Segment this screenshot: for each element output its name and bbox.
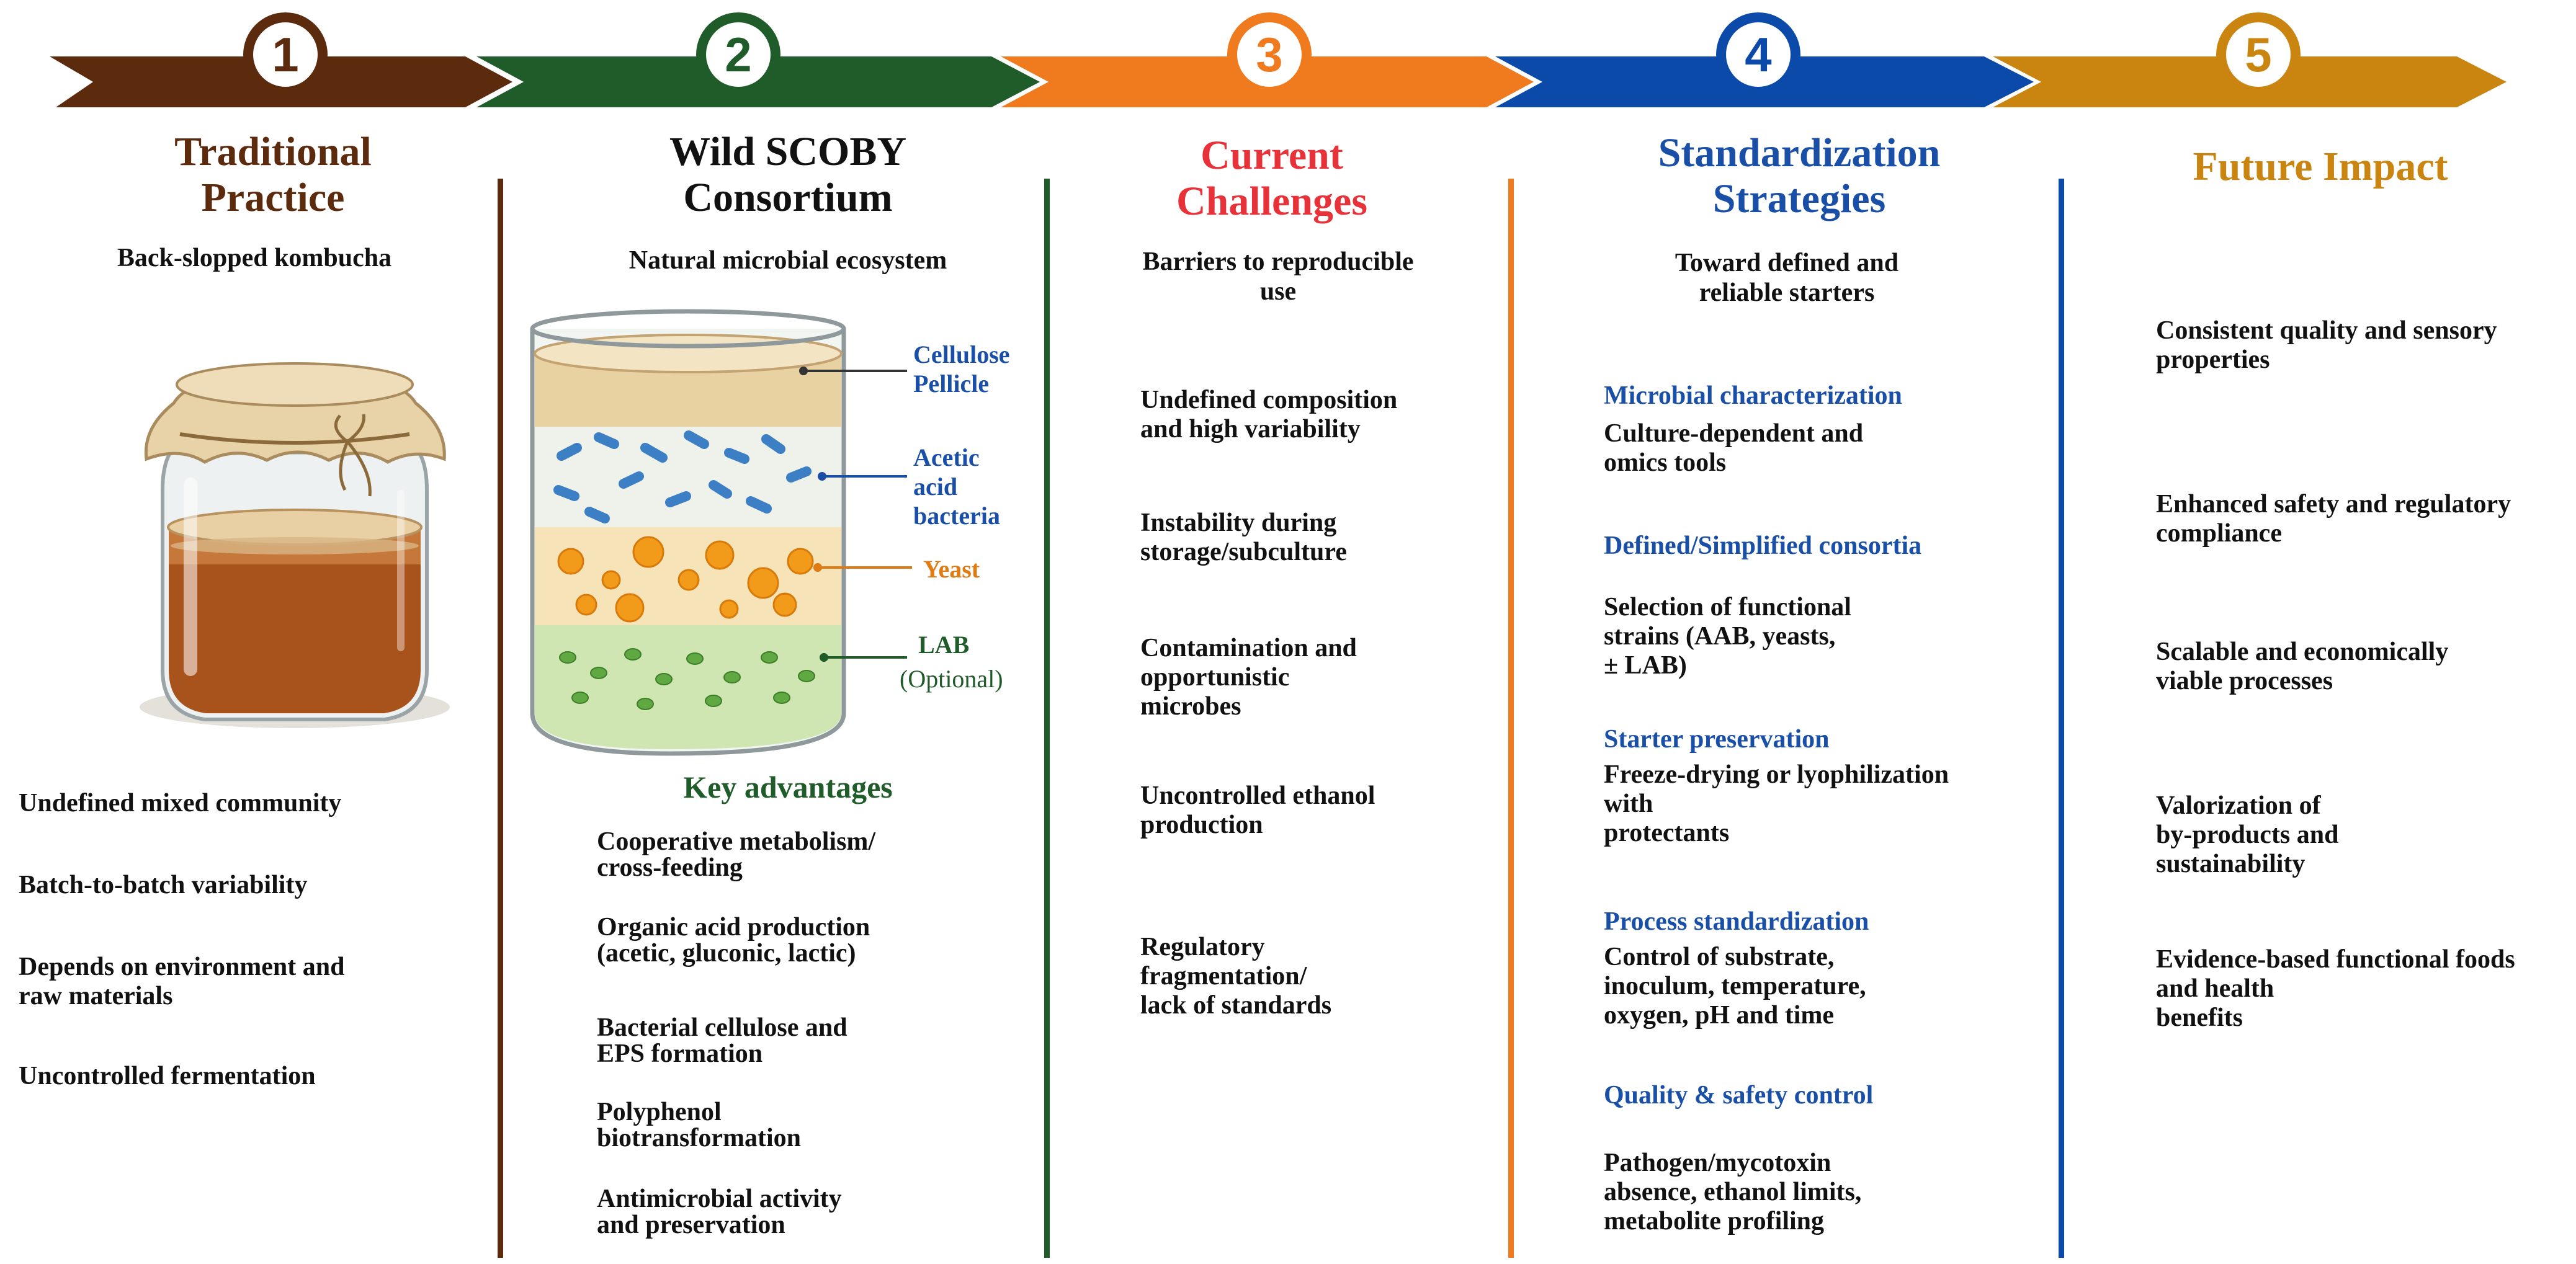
strategy-body-3: Freeze-drying or lyophilization with pro… <box>1604 760 1949 847</box>
acetic-bacteria-cells <box>553 430 812 523</box>
step-subtitle-1: Back-slopped kombucha <box>117 244 392 272</box>
strategy-body-2: Selection of functional strains (AAB, ye… <box>1604 593 1851 680</box>
step-title-3: Current Challenges <box>1176 133 1368 224</box>
strategy-heading-2: Defined/Simplified consortia <box>1604 532 1922 560</box>
step-number-1: 1 <box>272 27 298 82</box>
challenge-item-2: Instability during storage/subculture <box>1140 509 1347 566</box>
label-yeast: Yeast <box>923 555 980 583</box>
step-badge-2: 2 <box>696 12 780 97</box>
process-arrow-banner: 1 2 3 4 5 <box>50 12 2507 107</box>
col1-item-2: Batch-to-batch variability <box>19 871 308 899</box>
impact-item-3: Scalable and economically viable process… <box>2156 638 2449 695</box>
yeast-cells <box>557 536 814 623</box>
key-advantages-title: Key advantages <box>683 770 893 804</box>
col1-item-1: Undefined mixed community <box>19 789 342 817</box>
challenge-item-5: Regulatory fragmentation/ lack of standa… <box>1140 933 1332 1020</box>
advantage-item-4: Polyphenol biotransformation <box>597 1098 801 1152</box>
impact-item-1: Consistent quality and sensory propertie… <box>2156 316 2497 374</box>
impact-item-5: Evidence-based functional foods and heal… <box>2156 945 2515 1032</box>
step-subtitle-2: Natural microbial ecosystem <box>628 246 947 275</box>
step-title-2: Wild SCOBY Consortium <box>669 129 907 220</box>
label-lab: LAB <box>918 631 970 659</box>
lab-cells <box>559 648 815 710</box>
divider-3 <box>1508 179 1514 1258</box>
strategy-heading-4: Process standardization <box>1604 907 1869 936</box>
step-subtitle-4: Toward defined and reliable starters <box>1675 249 1899 307</box>
advantage-item-5: Antimicrobial activity and preservation <box>597 1185 842 1239</box>
label-leader-lines <box>799 367 912 662</box>
challenge-item-3: Contamination and opportunistic microbes <box>1140 634 1357 721</box>
divider-1 <box>498 179 503 1258</box>
strategy-heading-5: Quality & safety control <box>1604 1081 1874 1110</box>
divider-2 <box>1044 179 1050 1258</box>
advantage-item-1: Cooperative metabolism/ cross-feeding <box>597 827 876 882</box>
step-badge-3: 3 <box>1227 12 1312 97</box>
step-number-2: 2 <box>725 27 751 82</box>
strategy-heading-1: Microbial characterization <box>1604 381 1902 410</box>
label-lab-optional: (Optional) <box>900 665 1003 693</box>
impact-item-4: Valorization of by-products and sustaina… <box>2156 791 2339 878</box>
step-badge-4: 4 <box>1716 12 1800 97</box>
challenge-item-4: Uncontrolled ethanol production <box>1140 781 1375 839</box>
step-number-3: 3 <box>1256 27 1282 82</box>
challenge-item-1: Undefined composition and high variabili… <box>1140 386 1398 443</box>
col1-item-3: Depends on environment and raw materials <box>19 953 345 1010</box>
label-cellulose-pellicle: Cellulose Pellicle <box>913 340 1010 398</box>
divider-4 <box>2059 179 2064 1258</box>
step-title-5: Future Impact <box>2193 144 2448 189</box>
col1-item-4: Uncontrolled fermentation <box>19 1062 316 1090</box>
advantage-item-2: Organic acid production (acetic, gluconi… <box>597 913 870 968</box>
strategy-body-1: Culture-dependent and omics tools <box>1604 419 1864 477</box>
label-acetic-acid-bacteria: Acetic acid bacteria <box>913 443 1000 530</box>
step-title-4: Standardization Strategies <box>1658 130 1941 221</box>
step-number-5: 5 <box>2245 27 2271 82</box>
step-badge-5: 5 <box>2216 12 2301 97</box>
step-badge-1: 1 <box>243 12 328 97</box>
advantage-item-3: Bacterial cellulose and EPS formation <box>597 1013 847 1068</box>
step-number-4: 4 <box>1745 27 1771 82</box>
strategy-body-4: Control of substrate, inoculum, temperat… <box>1604 943 1866 1030</box>
strategy-body-5: Pathogen/mycotoxin absence, ethanol limi… <box>1604 1149 1862 1235</box>
step-subtitle-3: Barriers to reproducible use <box>1142 247 1414 306</box>
step-title-1: Traditional Practice <box>174 129 372 220</box>
strategy-heading-3: Starter preservation <box>1604 725 1830 754</box>
impact-item-2: Enhanced safety and regulatory complianc… <box>2156 490 2511 548</box>
